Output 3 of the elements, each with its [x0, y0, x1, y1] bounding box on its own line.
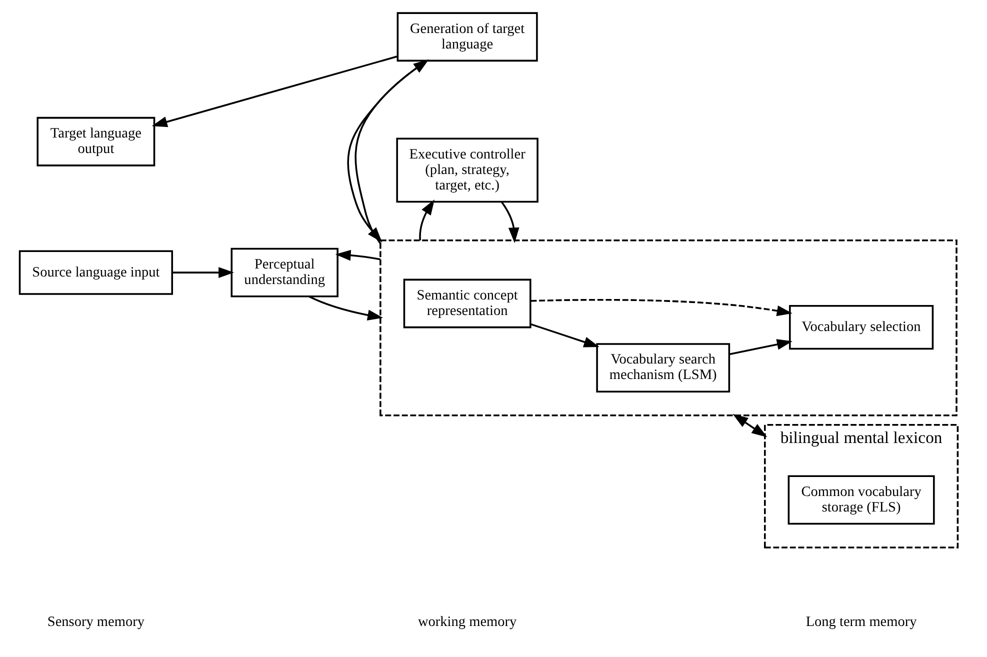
label: Sensory memory	[47, 614, 144, 630]
label: working memory	[418, 614, 517, 630]
label: Long term memory	[806, 614, 917, 630]
